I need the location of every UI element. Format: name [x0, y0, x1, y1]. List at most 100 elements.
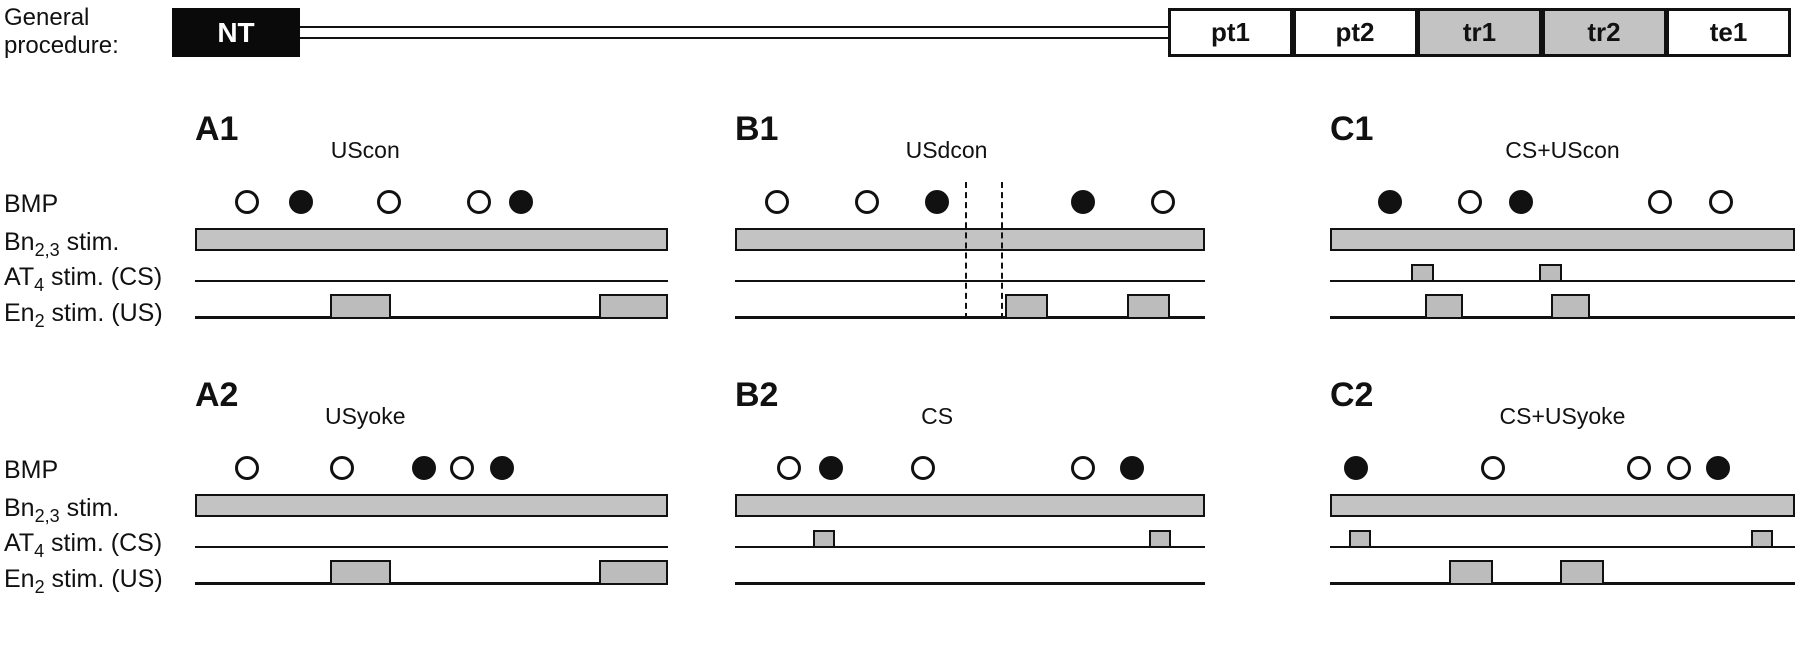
timeline-segment-tr2: tr2	[1541, 8, 1667, 57]
panel-label-C2: C2	[1330, 376, 1374, 414]
en-stim-baseline	[195, 582, 668, 585]
general-procedure-label-line2: procedure:	[4, 32, 119, 59]
label-text: stim. (US)	[44, 565, 163, 593]
us-stim-pulse	[1448, 560, 1493, 585]
label-text: stim.	[59, 228, 120, 256]
bn-stim-bar	[195, 228, 668, 251]
label-text: AT	[4, 529, 35, 557]
at-stim-baseline	[195, 546, 668, 548]
bmp-circle-filled	[1508, 190, 1533, 214]
bmp-circle-open	[1480, 456, 1505, 480]
us-stim-pulse	[599, 560, 668, 585]
cs-stim-pulse	[1148, 530, 1172, 548]
label-text: stim. (US)	[44, 299, 163, 327]
label-text: En	[4, 565, 35, 593]
us-stim-pulse	[1005, 294, 1048, 319]
event-dashed-line	[1000, 182, 1003, 319]
at-stim-baseline	[1330, 546, 1795, 548]
row-label-bn-stim-2: Bn2,3 stim.	[4, 494, 120, 525]
label-text: Bn	[4, 494, 35, 522]
bmp-circle-open	[376, 190, 401, 214]
panel-label-B2: B2	[735, 376, 779, 414]
bmp-circle-open	[466, 190, 491, 214]
panel-label-C1: C1	[1330, 110, 1374, 148]
bmp-circle-open	[1150, 190, 1175, 214]
bmp-circle-open	[911, 456, 935, 480]
label-text: BMP	[4, 456, 59, 484]
label-text: stim. (CS)	[44, 263, 163, 291]
bn-stim-bar	[1330, 228, 1795, 251]
panel-label-B1: B1	[735, 110, 779, 148]
bmp-circle-filled	[490, 456, 515, 480]
bmp-circle-open	[450, 456, 475, 480]
timeline-segment-pt2: pt2	[1292, 8, 1418, 57]
label-subscript: 2	[34, 577, 45, 597]
panel-label-A2: A2	[195, 376, 239, 414]
label-text: stim.	[59, 494, 120, 522]
panel-label-A1: A1	[195, 110, 239, 148]
bmp-circle-open	[777, 456, 802, 480]
label-subscript: 4	[34, 275, 45, 295]
us-stim-pulse	[599, 294, 668, 319]
bmp-circle-open	[235, 190, 260, 214]
panel-title-C2: CS+USyoke	[1499, 403, 1626, 429]
bmp-circle-open	[1627, 456, 1652, 480]
row-label-bmp-2: BMP	[4, 456, 58, 484]
bmp-circle-open	[765, 190, 790, 214]
bmp-circle-filled	[925, 190, 950, 214]
timeline-segment-pt1: pt1	[1168, 8, 1293, 57]
us-stim-pulse	[329, 294, 392, 319]
event-dashed-line	[965, 182, 968, 319]
row-label-bn-stim-1: Bn2,3 stim.	[4, 228, 120, 259]
bn-stim-bar	[1330, 494, 1795, 517]
us-stim-pulse	[1560, 560, 1605, 585]
cs-stim-pulse	[1348, 530, 1371, 548]
bmp-circle-open	[1070, 456, 1095, 480]
panel-title-B1: USdcon	[905, 137, 988, 163]
bn-stim-bar	[195, 494, 668, 517]
bmp-circle-open	[854, 190, 879, 214]
us-stim-pulse	[1425, 294, 1463, 319]
bmp-circle-filled	[819, 456, 844, 480]
panel-title-B2: CS	[921, 403, 954, 429]
general-procedure-label-line1: General	[4, 4, 90, 31]
label-subscript: 2,3	[34, 240, 60, 260]
row-label-en-stim-us-2: En2 stim. (US)	[4, 565, 163, 596]
bmp-circle-filled	[1706, 456, 1731, 480]
at-stim-baseline	[1330, 280, 1795, 282]
timeline-bar	[298, 26, 1170, 39]
bmp-circle-filled	[1070, 190, 1095, 214]
bmp-circle-open	[1648, 190, 1673, 214]
bmp-circle-open	[235, 456, 260, 480]
cs-stim-pulse	[1411, 264, 1434, 282]
panel-title-C1: CS+UScon	[1505, 137, 1620, 163]
label-text: En	[4, 299, 35, 327]
us-stim-pulse	[329, 560, 392, 585]
bmp-circle-filled	[412, 456, 437, 480]
cs-stim-pulse	[1750, 530, 1774, 548]
general-procedure-label: General procedure:	[4, 4, 119, 60]
cs-stim-pulse	[812, 530, 836, 548]
row-label-at-stim-cs-1: AT4 stim. (CS)	[4, 263, 163, 294]
panel-title-A2: USyoke	[324, 403, 406, 429]
panel-title-A1: UScon	[330, 137, 400, 163]
bmp-circle-filled	[509, 190, 534, 214]
bmp-circle-open	[1457, 190, 1482, 214]
bn-stim-bar	[735, 494, 1205, 517]
label-subscript: 2	[34, 311, 45, 331]
bmp-circle-filled	[1343, 456, 1368, 480]
bmp-circle-open	[329, 456, 354, 480]
bmp-circle-filled	[1120, 456, 1145, 480]
label-subscript: 2,3	[34, 506, 60, 526]
us-stim-pulse	[1550, 294, 1591, 319]
at-stim-baseline	[735, 546, 1205, 548]
label-text: stim. (CS)	[44, 529, 163, 557]
row-label-en-stim-us-1: En2 stim. (US)	[4, 299, 163, 330]
bmp-circle-open	[1708, 190, 1733, 214]
